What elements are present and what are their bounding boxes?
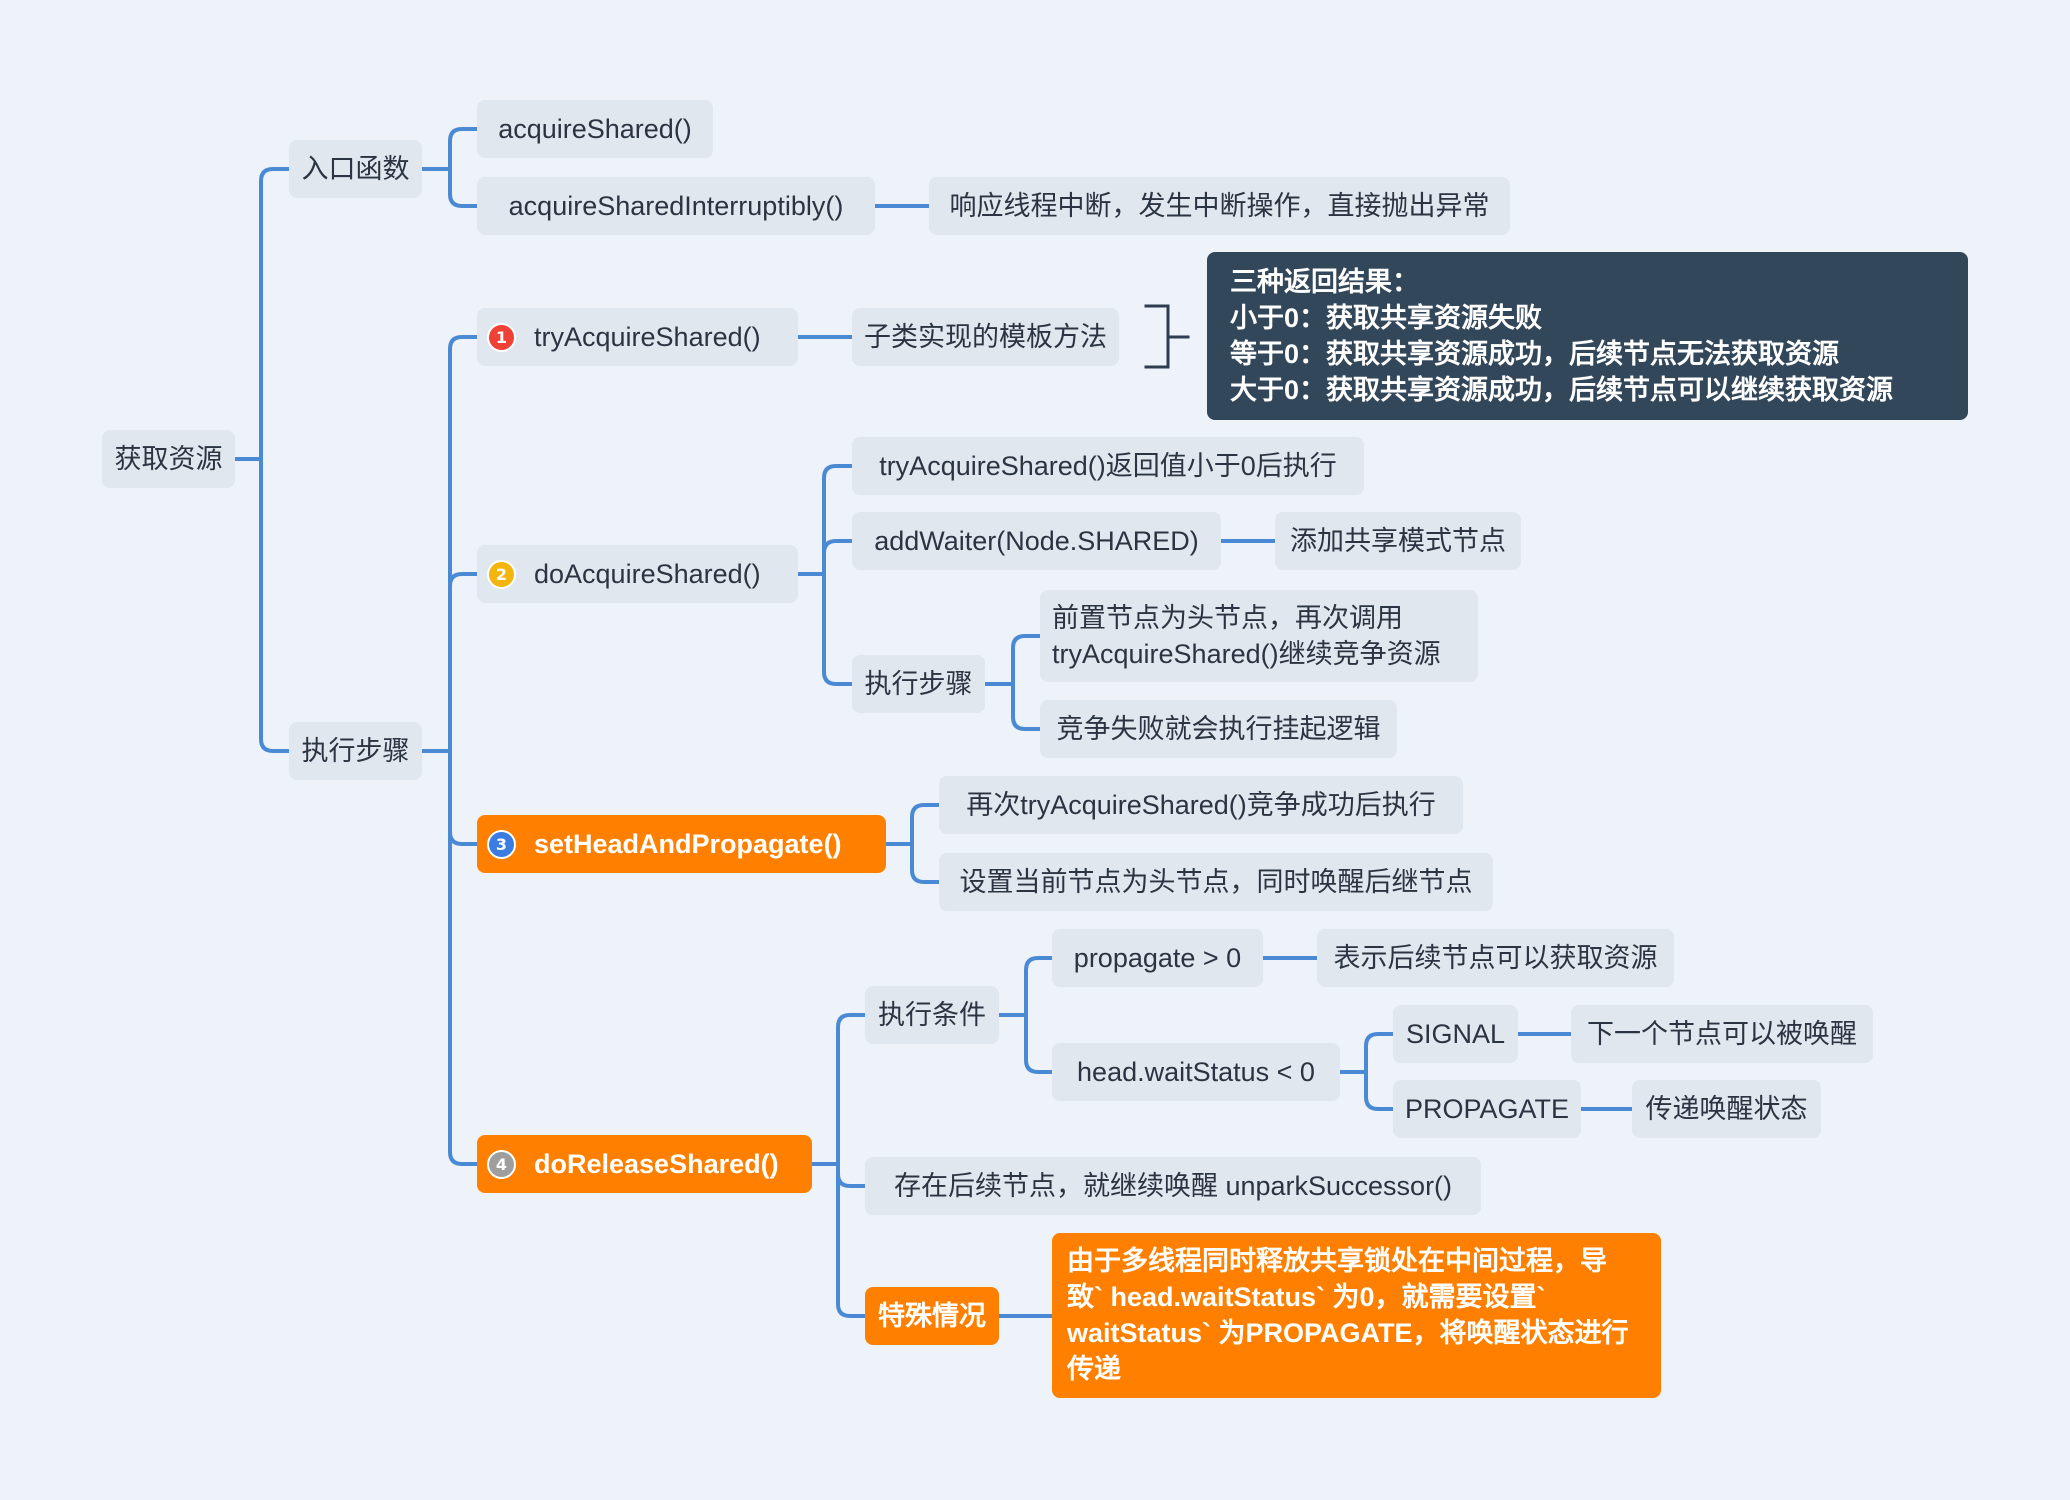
- badge-number: 1: [495, 327, 508, 347]
- connector: [198, 167, 291, 461]
- connector: [378, 167, 479, 208]
- node-set-head-and-propagate: 3 setHeadAndPropagate(): [477, 815, 886, 873]
- return-results-summary: 三种返回结果： 小于0：获取共享资源失败 等于0：获取共享资源成功，后续节点无法…: [1207, 252, 1968, 420]
- connector: [778, 572, 854, 686]
- note-line: 传递: [1067, 1354, 1121, 1384]
- node-release-conditions: 执行条件: [865, 986, 999, 1044]
- node-propagate-status-note: 传递唤醒状态: [1632, 1080, 1821, 1138]
- node-do-release-shared: 4 doReleaseShared(): [477, 1135, 812, 1193]
- connector: [868, 842, 941, 884]
- summary-line: 三种返回结果：: [1230, 267, 1419, 297]
- node-unpark-successor: 存在后续节点，就继续唤醒 unparkSuccessor(): [865, 1157, 1481, 1215]
- badge-number: 2: [495, 564, 508, 584]
- connector: [868, 803, 941, 846]
- connector: [968, 634, 1042, 686]
- note-line: 致` head.waitStatus` 为0，就需要设置`: [1067, 1282, 1546, 1312]
- node-template-method-note: 子类实现的模板方法: [852, 308, 1119, 366]
- connector: [978, 1013, 1054, 1074]
- node-line: 前置节点为头节点，再次调用: [1052, 603, 1403, 633]
- node-set-head-item: 再次tryAcquireShared()竞争成功后执行: [939, 776, 1463, 834]
- node-propagate-note: 表示后续节点可以获取资源: [1317, 929, 1674, 987]
- node-add-waiter-note: 添加共享模式节点: [1275, 512, 1521, 570]
- node-label: doReleaseShared(): [534, 1148, 779, 1179]
- node-execution-steps: 执行步骤: [289, 722, 422, 780]
- node-acquire-shared-interruptibly: acquireSharedInterruptibly(): [477, 177, 875, 235]
- note-line: waitStatus` 为PROPAGATE，将唤醒状态进行: [1067, 1318, 1629, 1348]
- node-signal-note: 下一个节点可以被唤醒: [1571, 1005, 1873, 1063]
- badge-number: 3: [495, 834, 508, 854]
- node-try-acquire-shared: 1 tryAcquireShared(): [477, 308, 798, 366]
- connector: [778, 539, 854, 576]
- node-sub-step-retry: 前置节点为头节点，再次调用 tryAcquireShared()继续竞争资源: [1040, 590, 1478, 682]
- connector: [798, 1162, 867, 1318]
- connector: [378, 335, 479, 753]
- connector: [378, 749, 479, 1166]
- node-entry-functions: 入口函数: [289, 140, 422, 198]
- node-line: tryAcquireShared()继续竞争资源: [1052, 639, 1441, 669]
- summary-line: 小于0：获取共享资源失败: [1230, 303, 1543, 333]
- special-case-note: 由于多线程同时释放共享锁处在中间过程，导 致` head.waitStatus`…: [1052, 1233, 1661, 1398]
- node-add-waiter: addWaiter(Node.SHARED): [852, 512, 1221, 570]
- node-special-case: 特殊情况: [865, 1287, 999, 1345]
- root-node: 获取资源: [102, 430, 235, 488]
- number-2-icon: 2: [487, 559, 516, 589]
- node-label: setHeadAndPropagate(): [534, 828, 842, 859]
- connector: [978, 956, 1054, 1017]
- node-signal: SIGNAL: [1393, 1005, 1518, 1063]
- node-acquire-condition: tryAcquireShared()返回值小于0后执行: [852, 437, 1364, 495]
- summary-line: 大于0：获取共享资源成功，后续节点可以继续获取资源: [1230, 375, 1894, 405]
- node-acquire-shared: acquireShared(): [477, 100, 713, 158]
- node-propagate-condition: propagate > 0: [1052, 929, 1263, 987]
- connector: [198, 457, 291, 753]
- connector: [1318, 1032, 1395, 1074]
- node-do-acquire-shared: 2 doAcquireShared(): [477, 545, 798, 603]
- node-set-head-item: 设置当前节点为头节点，同时唤醒后继节点: [939, 853, 1493, 911]
- connector: [798, 1013, 867, 1166]
- connector: [378, 127, 479, 171]
- summary-bracket: [1144, 304, 1190, 369]
- node-label: tryAcquireShared(): [534, 321, 761, 352]
- badge-number: 4: [495, 1154, 508, 1174]
- node-interruptibly-note: 响应线程中断，发生中断操作，直接抛出异常: [929, 177, 1510, 235]
- summary-line: 等于0：获取共享资源成功，后续节点无法获取资源: [1230, 339, 1840, 369]
- connector: [1318, 1070, 1395, 1111]
- connector: [968, 682, 1042, 731]
- node-sub-steps: 执行步骤: [852, 655, 985, 713]
- number-4-icon: 4: [487, 1149, 516, 1179]
- number-1-icon: 1: [487, 322, 516, 352]
- node-propagate-status: PROPAGATE: [1393, 1080, 1582, 1138]
- number-3-icon: 3: [487, 829, 516, 859]
- node-label: doAcquireShared(): [534, 558, 761, 589]
- node-wait-status-condition: head.waitStatus < 0: [1052, 1043, 1340, 1101]
- note-line: 由于多线程同时释放共享锁处在中间过程，导: [1067, 1246, 1607, 1276]
- node-sub-step-park: 竞争失败就会执行挂起逻辑: [1040, 700, 1397, 758]
- connector: [378, 572, 479, 753]
- connector: [778, 464, 854, 576]
